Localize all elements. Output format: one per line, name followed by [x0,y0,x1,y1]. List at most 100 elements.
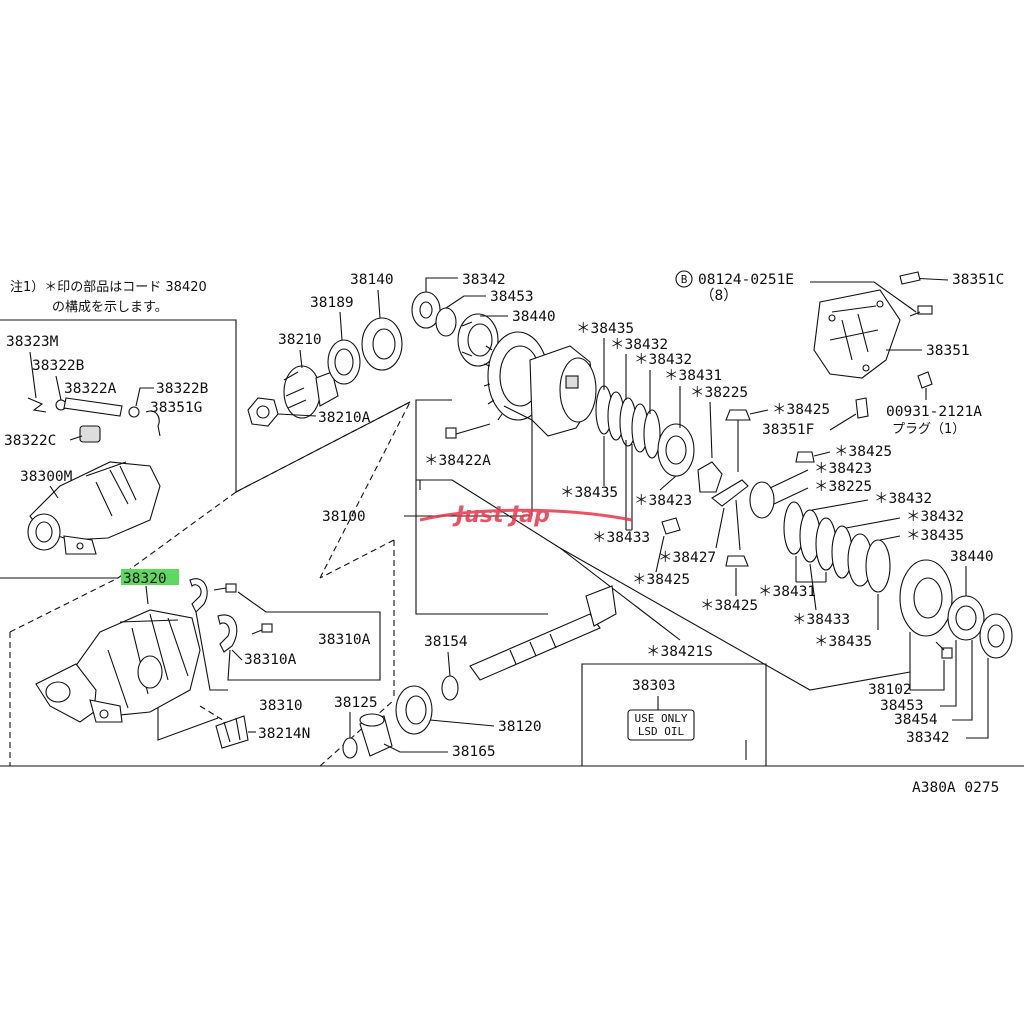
clip-38322C [79,425,101,443]
leader-38225-a [709,401,713,459]
leader-38310A-1 [237,591,381,650]
leader-38425-d [813,451,831,457]
cover-38102 [899,559,953,637]
label-38120: 38120 [498,719,542,735]
leader-38433-a [625,440,633,531]
label-38435-a: ＊38435 [576,321,634,337]
leader-38310A-2 [231,649,243,661]
label-38435-b: ＊38435 [560,485,618,501]
label-38423-b: ＊38423 [814,461,872,477]
note-line-1: 注1）＊印の部品はコード 38420 [10,280,207,295]
lsd-oil-line-2: LSD OIL [638,725,685,738]
label-38422A: ＊38422A [424,453,491,469]
diff-case-38100 [529,345,597,437]
label-38427: ＊38427 [658,550,716,566]
leader-38225-b [773,487,809,505]
label-38431-b: ＊38431 [758,584,816,600]
breather-38351G [145,410,161,437]
label-38440-r: 38440 [950,549,994,565]
label-00931-sub: プラグ（1） [892,422,965,437]
leader-38322B [55,375,62,401]
dash-lower-box [9,539,395,767]
bolt-38102 [935,641,953,659]
nut-38210A [247,397,279,427]
label-38432-a: ＊38432 [610,337,668,353]
leader-38140 [377,289,381,319]
lsd-oil-sticker [627,709,695,741]
leader-38425-a [749,409,769,415]
leader-38189 [339,311,343,341]
seal-38189 [327,339,361,385]
diff-assembly-38300M-image [27,461,161,555]
note-line-2: の構成を示します。 [52,300,168,315]
spacer-38165 [359,713,393,757]
plug-00931 [917,371,933,389]
leader-38453-top [445,295,486,309]
leader-38323M [29,351,37,399]
label-38323M: 38323M [6,334,59,350]
label-38435-c: ＊38435 [906,528,964,544]
bolt-38310-2 [251,623,273,635]
bolt-marker-letter: B [681,273,688,286]
label-38453-r: 38453 [880,698,924,714]
bearing-38440-top [457,313,499,367]
label-38425-b: ＊38425 [632,572,690,588]
label-38425-a: ＊38425 [772,402,830,418]
watermark-text: Just Jap [452,503,550,528]
box-outline-upper [0,319,411,493]
leader-38165 [383,743,448,753]
nut-38342-right [979,613,1013,659]
dash-top-middle [235,401,411,579]
leader-08124 [810,281,917,313]
bearing-38140 [361,317,403,371]
label-38322B: 38322B [32,358,85,374]
label-38432-c: ＊38432 [874,491,932,507]
flange-38210 [283,365,339,419]
label-38351F: 38351F [762,422,814,438]
label-38322A: 38322A [64,381,117,397]
label-38310: 38310 [259,698,303,714]
label-00931: 00931-2121A [886,404,982,420]
label-38453-top: 38453 [490,289,534,305]
box-38303 [581,663,767,766]
label-38425-c: ＊38425 [700,598,758,614]
label-38421S: ＊38421S [646,644,713,660]
leader-38432-c [811,499,869,511]
label-38165: 38165 [452,744,496,760]
label-38351C: 38351C [952,272,1004,288]
leader-38154 [447,651,451,677]
leader-38320 [145,585,149,605]
leader-38431-b [795,556,827,583]
frame-38100-inner [503,405,533,516]
leader-38310 [195,611,381,691]
label-38435-d: ＊38435 [814,634,872,650]
leader-38102 [909,632,945,691]
bracket-38310A-1 [189,578,208,613]
leader-38300M [49,485,59,499]
leader-38432-d [845,517,901,529]
washer-38125 [342,737,358,759]
label-08124-qty: （8） [700,287,738,304]
leader-38427 [715,507,725,549]
leader-38322B-2 [135,387,154,407]
drive-pinion-38100 [469,585,617,681]
label-38225-b: ＊38225 [814,479,872,495]
label-38125: 38125 [334,695,378,711]
label-38102: 38102 [868,682,912,698]
just-jap-watermark-logo: Just Jap [419,503,633,528]
side-gear-38225-left [697,461,723,493]
lsd-oil-line-1: USE ONLY [635,712,688,725]
label-38154: 38154 [424,634,468,650]
label-38189: 38189 [310,295,354,311]
label-38210A: 38210A [318,410,371,426]
bracket-38310A-2 [217,614,238,653]
shim-38154 [441,675,459,701]
label-38431-a: ＊38431 [664,368,722,384]
label-38342-r: 38342 [906,730,950,746]
label-38310A-2: 38310A [244,652,297,668]
label-38425-d: ＊38425 [834,444,892,460]
leader-38210 [299,349,303,369]
plate-stack-right [783,501,891,593]
label-08124: 08124-0251E [698,272,794,288]
